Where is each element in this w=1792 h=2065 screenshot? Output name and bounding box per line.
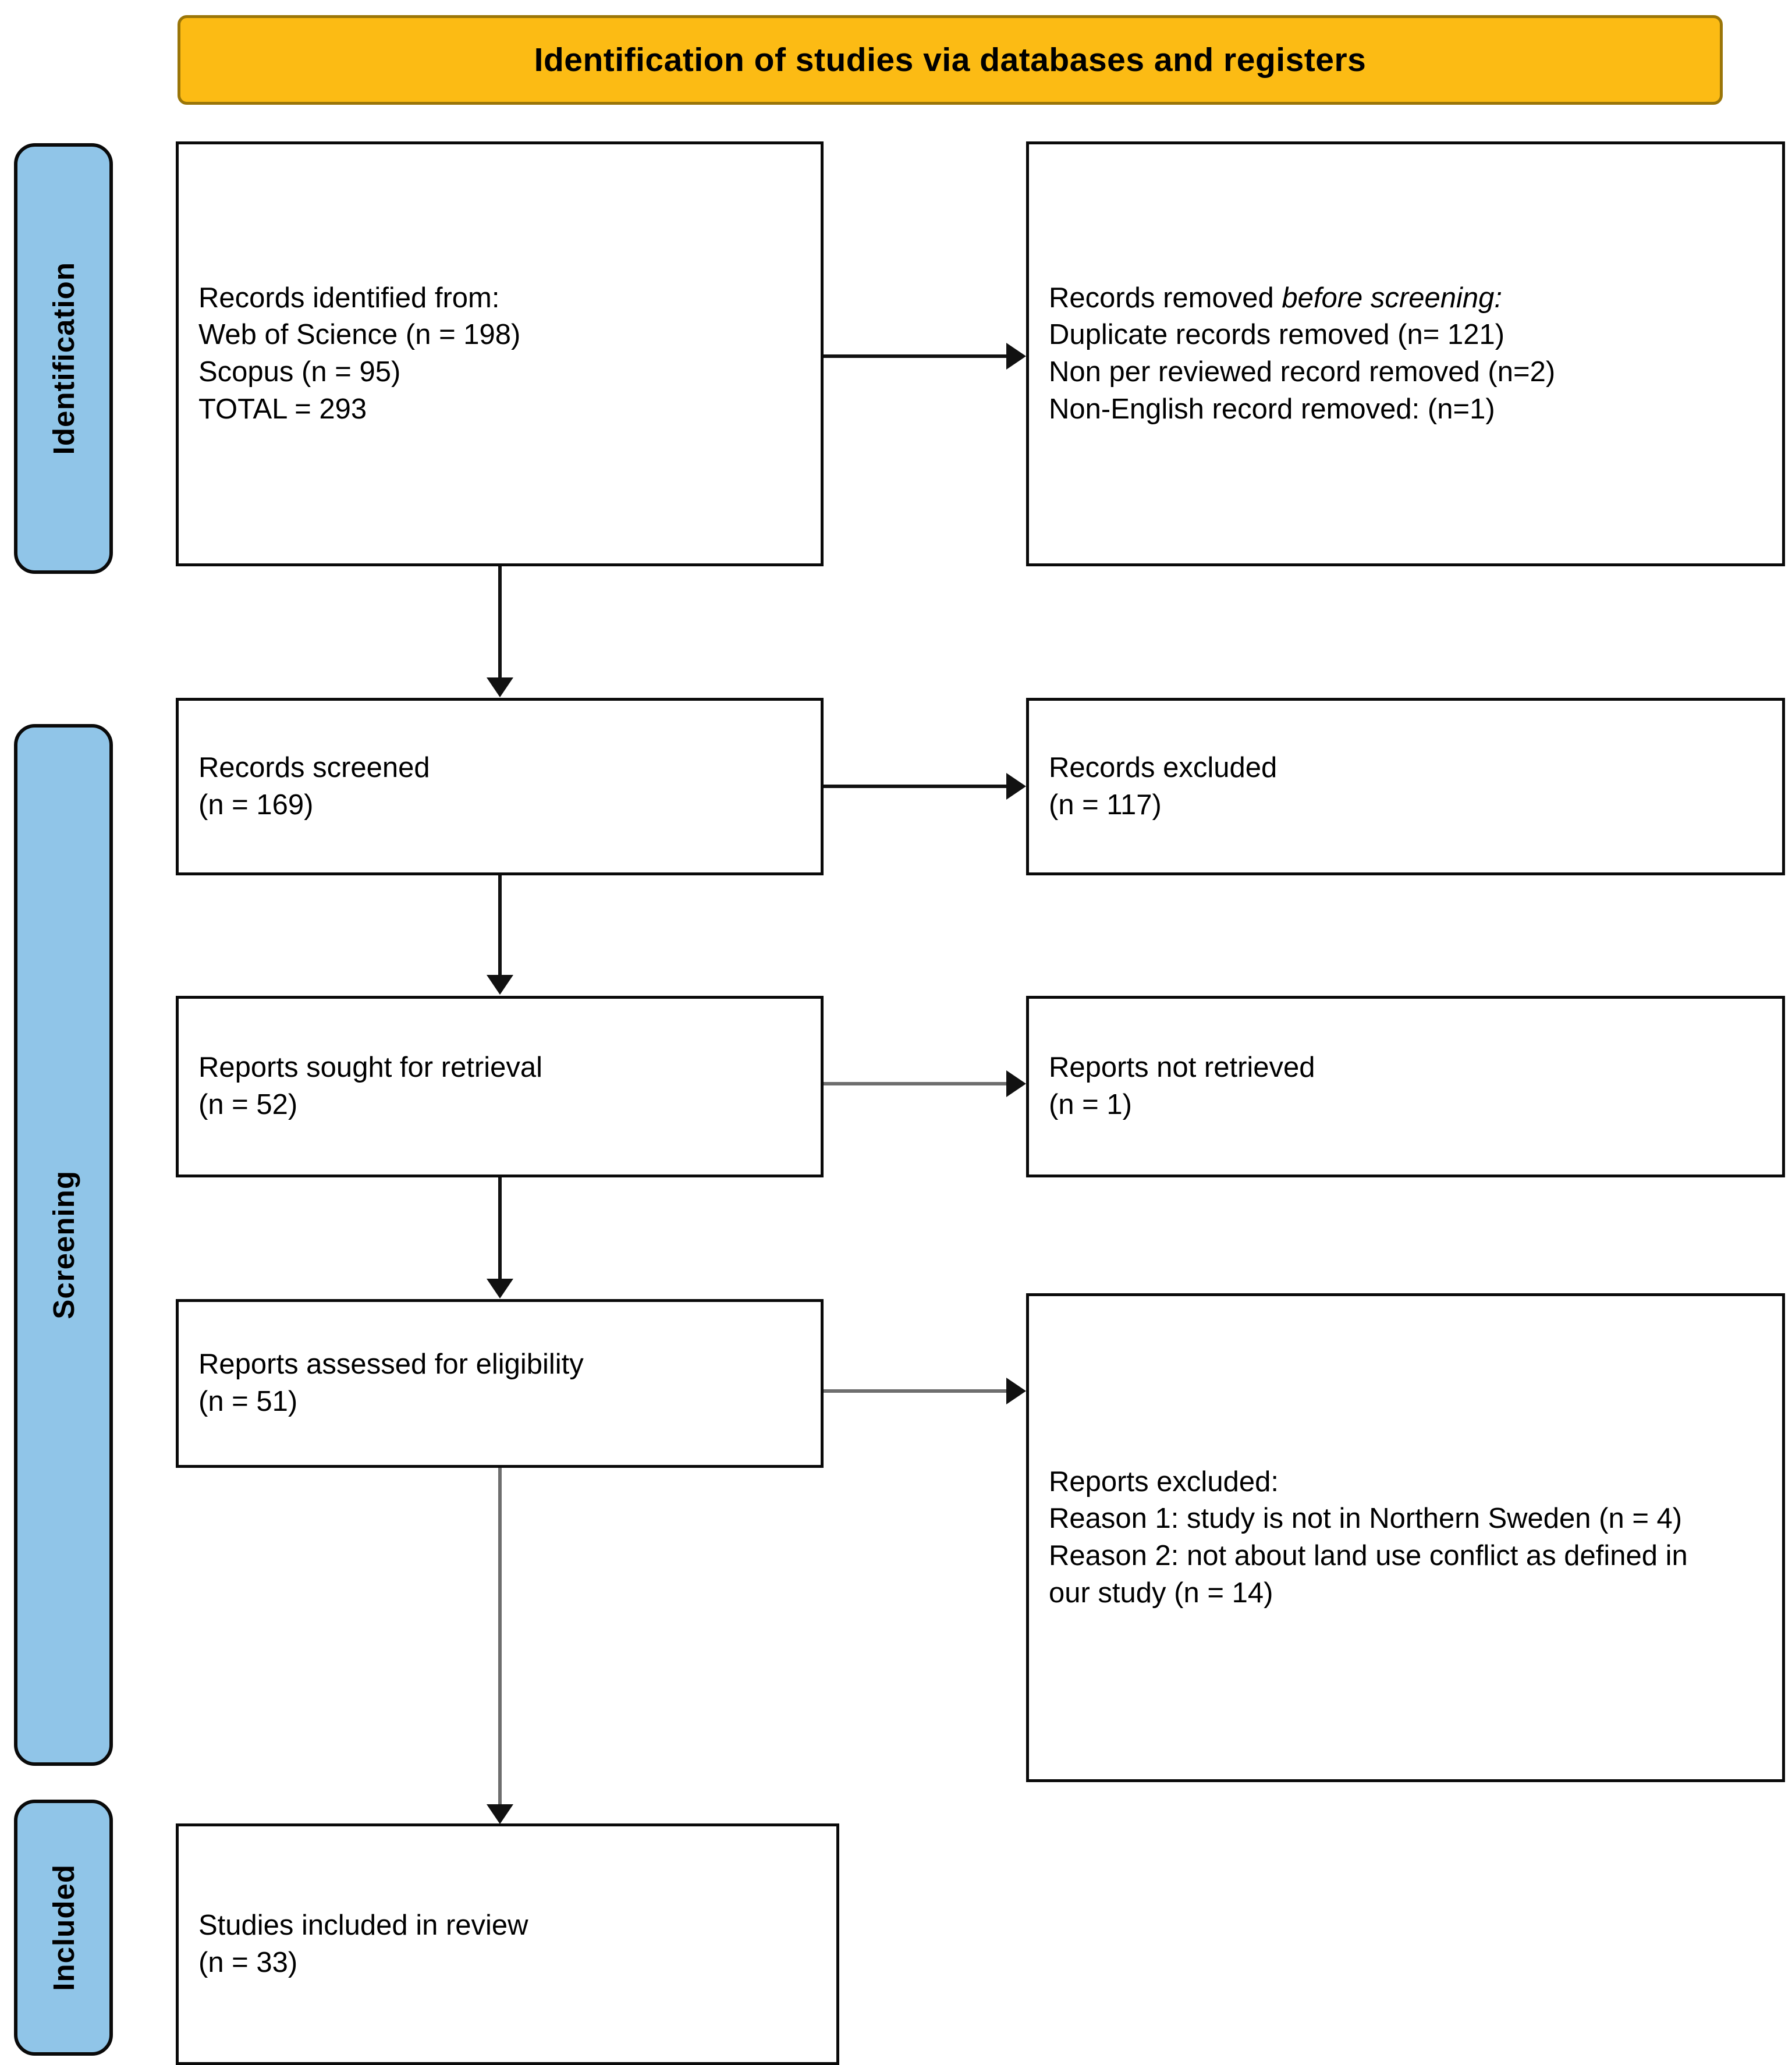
box-reports-sought-body: Reports sought for retrieval (n = 52) — [179, 1049, 821, 1123]
text-line: (n = 52) — [198, 1089, 298, 1120]
box-reports-excluded-body: Reports excluded: Reason 1: study is not… — [1029, 1464, 1755, 1612]
box-reports-sought-for-retrieval: Reports sought for retrieval (n = 52) — [176, 996, 824, 1177]
stage-label-identification: Identification — [14, 143, 113, 574]
box-reports-assessed-for-eligibility: Reports assessed for eligibility (n = 51… — [176, 1299, 824, 1468]
box-records-removed-before-screening: Records removed before screening: Duplic… — [1026, 141, 1785, 566]
text-line: (n = 33) — [198, 1946, 298, 1978]
connector-sought-to-assessed — [498, 1177, 502, 1279]
box-studies-included-body: Studies included in review (n = 33) — [179, 1907, 836, 1981]
connector-screened-to-excluded — [824, 785, 1007, 788]
box-records-excluded-body: Records excluded (n = 117) — [1029, 750, 1782, 824]
box-records-screened: Records screened (n = 169) — [176, 698, 824, 875]
text-line: Reports excluded: — [1049, 1466, 1279, 1498]
text-line: Records identified from: — [198, 282, 500, 314]
box-records-removed-body: Records removed before screening: Duplic… — [1029, 280, 1782, 428]
stage-label-identification-text: Identification — [47, 262, 80, 455]
text-line: Records screened — [198, 751, 430, 783]
box-reports-not-retrieved-body: Reports not retrieved (n = 1) — [1029, 1049, 1782, 1123]
text-line: Records removed before screening: — [1049, 280, 1762, 317]
box-records-identified: Records identified from: Web of Science … — [176, 141, 824, 566]
text-line: Non-English record removed: (n=1) — [1049, 393, 1495, 425]
connector-identified-to-removed — [824, 354, 1007, 358]
stage-label-included: Included — [14, 1800, 113, 2056]
stage-label-screening-text: Screening — [47, 1170, 80, 1319]
text-line: Web of Science (n = 198) — [198, 319, 521, 351]
text-line: Duplicate records removed (n= 121) — [1049, 319, 1505, 351]
text-line: Records excluded — [1049, 751, 1278, 783]
text-line: (n = 169) — [198, 789, 314, 821]
page-title: Identification of studies via databases … — [534, 41, 1367, 79]
diagram-header-banner: Identification of studies via databases … — [178, 15, 1723, 105]
box-reports-excluded: Reports excluded: Reason 1: study is not… — [1026, 1293, 1785, 1782]
text-line: Reports sought for retrieval — [198, 1052, 542, 1084]
box-reports-assessed-body: Reports assessed for eligibility (n = 51… — [179, 1346, 821, 1420]
text-line: Studies included in review — [198, 1909, 528, 1941]
connector-screened-to-sought — [498, 875, 502, 975]
text-line: Reason 1: study is not in Northern Swede… — [1049, 1503, 1683, 1535]
connector-sought-to-not-retrieved — [824, 1082, 1007, 1085]
text-line: Reason 2: not about land use conflict as… — [1049, 1540, 1688, 1609]
arrowhead-sought-to-assessed — [487, 1279, 513, 1298]
text-line: TOTAL = 293 — [198, 393, 367, 425]
box-records-identified-body: Records identified from: Web of Science … — [179, 280, 821, 428]
text-line: (n = 51) — [198, 1386, 298, 1417]
connector-identified-to-screened — [498, 566, 502, 678]
stage-label-screening: Screening — [14, 724, 113, 1766]
box-studies-included-in-review: Studies included in review (n = 33) — [176, 1823, 839, 2065]
connector-assessed-to-reports-excluded — [824, 1389, 1007, 1393]
text-line: Non per reviewed record removed (n=2) — [1049, 356, 1556, 388]
arrowhead-screened-to-excluded — [1006, 773, 1026, 800]
text-line: Reports assessed for eligibility — [198, 1349, 584, 1381]
text-segment-italic: before screening: — [1282, 282, 1502, 314]
arrowhead-assessed-to-reports-excluded — [1006, 1378, 1026, 1404]
stage-label-included-text: Included — [47, 1864, 80, 1991]
connector-assessed-to-included — [498, 1468, 502, 1805]
box-reports-not-retrieved: Reports not retrieved (n = 1) — [1026, 996, 1785, 1177]
arrowhead-identified-to-removed — [1006, 343, 1026, 370]
text-line: (n = 117) — [1049, 789, 1162, 821]
arrowhead-assessed-to-included — [487, 1804, 513, 1824]
arrowhead-identified-to-screened — [487, 677, 513, 697]
arrowhead-sought-to-not-retrieved — [1006, 1070, 1026, 1097]
text-segment: Records removed — [1049, 282, 1282, 314]
text-line: Scopus (n = 95) — [198, 356, 401, 388]
text-line: (n = 1) — [1049, 1089, 1132, 1120]
box-records-screened-body: Records screened (n = 169) — [179, 750, 821, 824]
text-line: Reports not retrieved — [1049, 1052, 1315, 1084]
box-records-excluded: Records excluded (n = 117) — [1026, 698, 1785, 875]
arrowhead-screened-to-sought — [487, 975, 513, 995]
